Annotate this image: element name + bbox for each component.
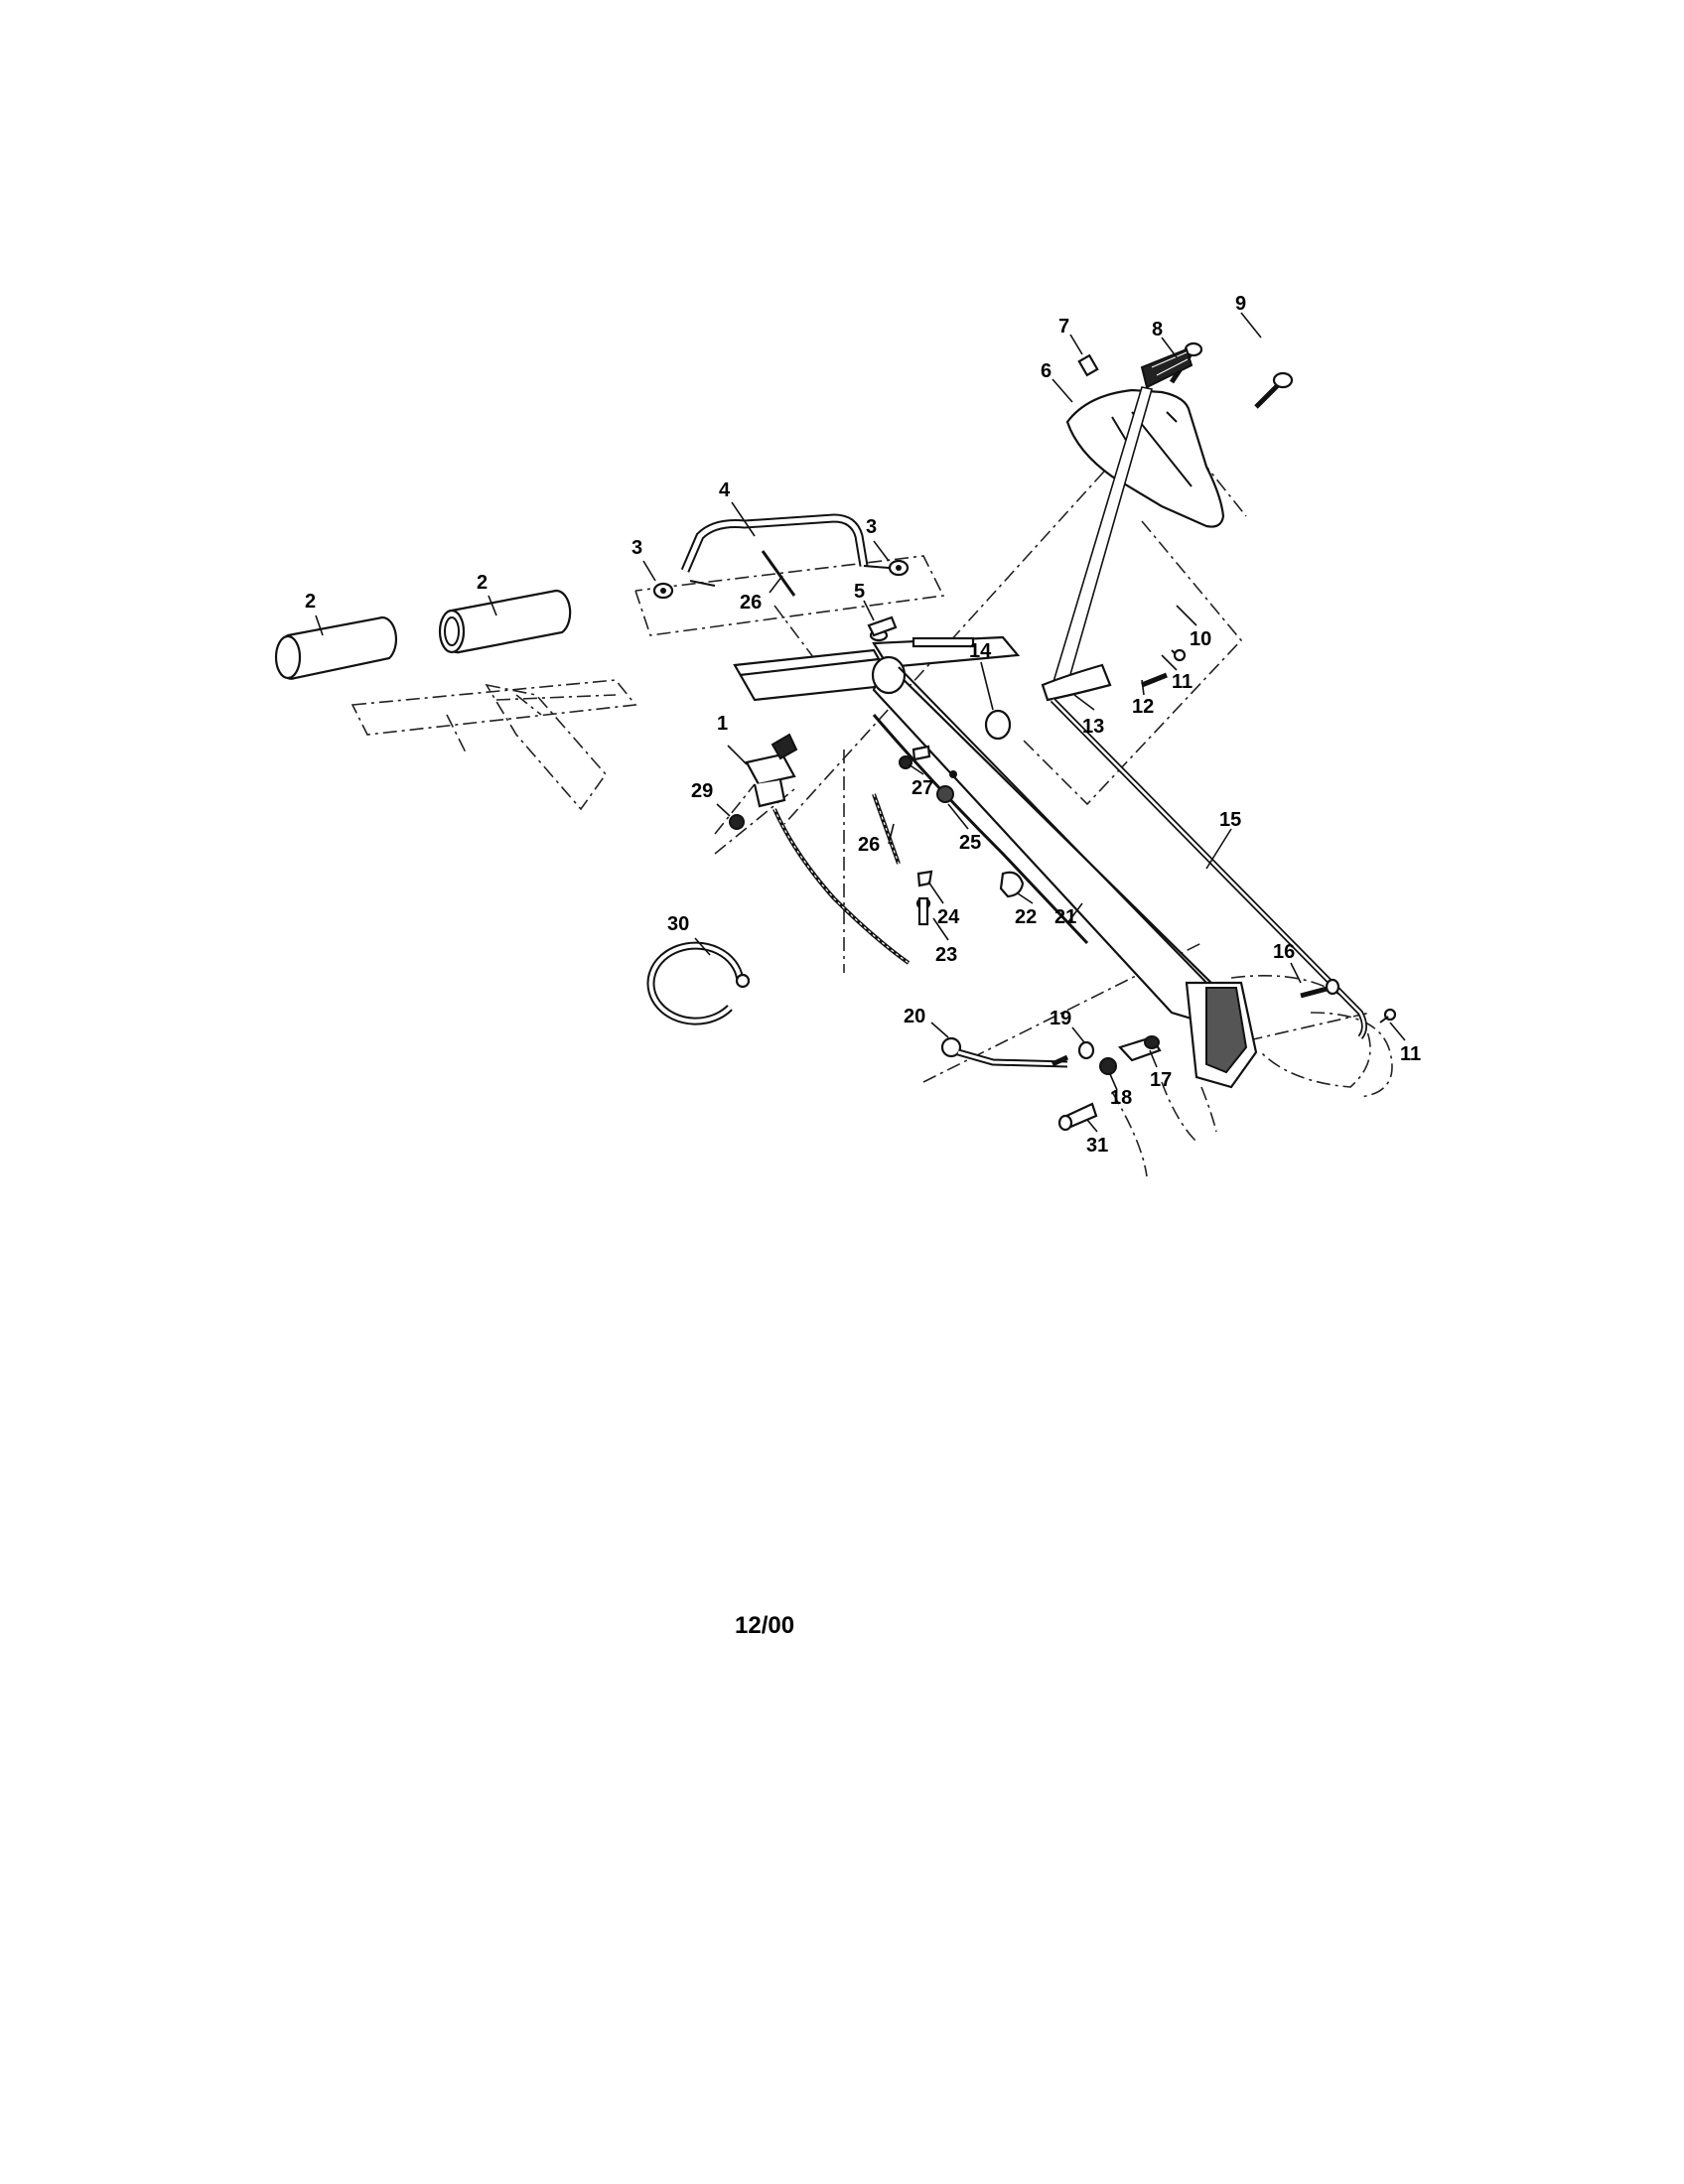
upper-handle-bracket xyxy=(652,513,910,600)
callout-20: 20 xyxy=(904,1006,925,1027)
callout-21: 21 xyxy=(1054,906,1076,928)
callout-14: 14 xyxy=(969,640,992,662)
callout-13: 13 xyxy=(1082,716,1104,738)
shift-lever-group xyxy=(984,347,1193,741)
callout-11a: 11 xyxy=(1172,671,1193,693)
callout-labels: 1 2 2 3 3 4 5 6 7 8 9 10 11 11 12 13 14 … xyxy=(305,293,1421,1157)
callout-9: 9 xyxy=(1235,293,1246,315)
callout-7: 7 xyxy=(1058,316,1069,338)
callout-23: 23 xyxy=(935,944,957,966)
handle-grips xyxy=(274,589,572,680)
main-handle-tube xyxy=(871,655,1258,1089)
callout-12: 12 xyxy=(1132,696,1154,718)
retaining-ring xyxy=(646,941,751,1025)
callout-25: 25 xyxy=(959,832,981,854)
callout-19: 19 xyxy=(1050,1008,1071,1029)
callout-5: 5 xyxy=(854,581,865,603)
callout-29: 29 xyxy=(691,780,713,802)
callout-27: 27 xyxy=(912,777,933,799)
callout-10: 10 xyxy=(1190,628,1211,650)
revision-date: 12/00 xyxy=(735,1612,795,1639)
callout-11b: 11 xyxy=(1400,1043,1421,1065)
callout-2b: 2 xyxy=(477,572,488,594)
callout-22: 22 xyxy=(1015,906,1037,928)
leader-lines xyxy=(315,312,1406,1133)
callout-24: 24 xyxy=(937,906,960,928)
housing-phantom xyxy=(1111,975,1393,1177)
callout-26b: 26 xyxy=(858,834,880,856)
shift-rod xyxy=(1050,697,1367,1039)
callout-26a: 26 xyxy=(740,592,762,614)
callout-3b: 3 xyxy=(866,516,877,538)
callout-1: 1 xyxy=(717,713,728,735)
callout-2a: 2 xyxy=(305,591,316,613)
callout-4: 4 xyxy=(719,479,731,501)
callout-6: 6 xyxy=(1041,360,1052,382)
callout-31: 31 xyxy=(1086,1135,1108,1157)
callout-17: 17 xyxy=(1150,1069,1172,1091)
callout-8: 8 xyxy=(1152,319,1163,341)
callout-15: 15 xyxy=(1219,809,1241,831)
lower-handle-phantom xyxy=(351,679,637,811)
callout-18: 18 xyxy=(1110,1087,1132,1109)
cable-assembly xyxy=(729,550,1089,965)
lower-rod xyxy=(940,978,1397,1132)
callout-30: 30 xyxy=(667,913,689,935)
callout-3a: 3 xyxy=(632,537,642,559)
callout-16: 16 xyxy=(1273,941,1295,963)
